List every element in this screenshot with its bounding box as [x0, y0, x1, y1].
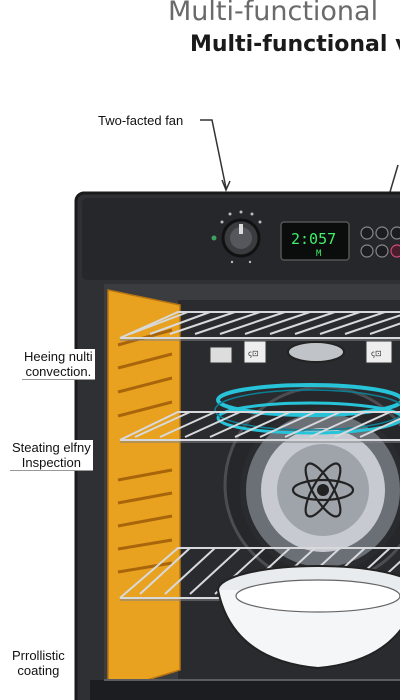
- callout-steam-line1: Steating elfny: [12, 440, 91, 455]
- top-rack-items: ꞔ⊡ ꞔ⊡: [209, 340, 393, 364]
- display-sub: M: [316, 249, 322, 259]
- svg-text:ꞔ⊡: ꞔ⊡: [248, 349, 259, 358]
- callout-coating-line2: coating: [17, 663, 60, 678]
- callout-heating-line2: convection.: [25, 364, 92, 379]
- callout-fan: Two-facted fan: [98, 113, 184, 128]
- temperature-knob-icon: [211, 210, 262, 264]
- callout-coating-line1: Prrollistic: [12, 648, 65, 663]
- svg-text:ꞔ⊡: ꞔ⊡: [371, 349, 382, 358]
- callout-steam-line2: Inspection: [21, 455, 82, 470]
- display-time: 2:057: [291, 230, 336, 248]
- fan-icon: [223, 385, 400, 585]
- display-screen: [280, 221, 350, 261]
- callout-heating-line1: Heeing nulti: [24, 349, 93, 364]
- glass-bowl: [217, 565, 400, 670]
- title-top: Multi-functional: [168, 0, 379, 27]
- title-main: Multi-functional v: [190, 32, 400, 57]
- side-vents: [117, 328, 173, 574]
- mode-buttons: [360, 226, 400, 258]
- callout-steam: Steating elfny Inspection: [10, 440, 93, 471]
- left-wall-lining: [107, 289, 181, 694]
- callout-heating: Heeing nulti convection.: [22, 349, 95, 380]
- callout-coating: Prrollistic coating: [12, 648, 65, 678]
